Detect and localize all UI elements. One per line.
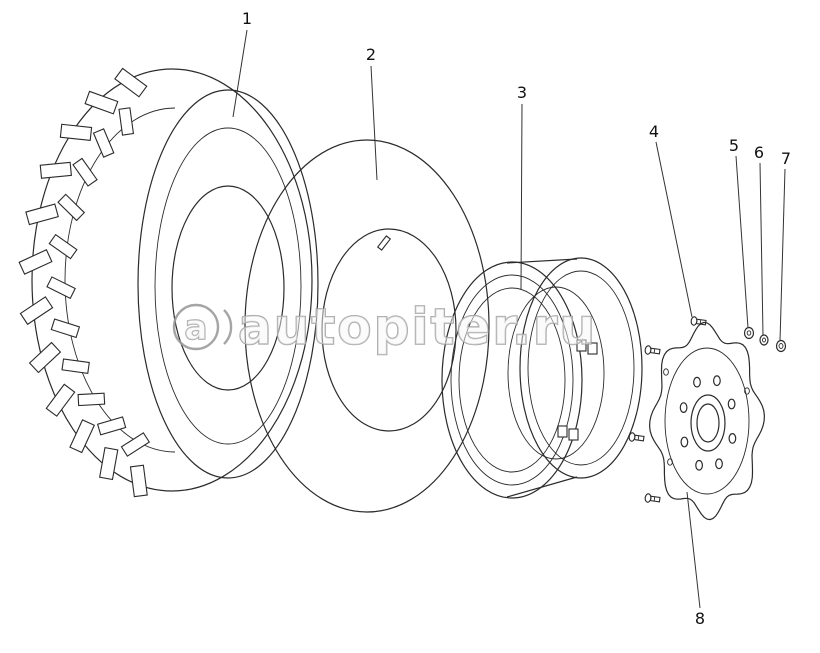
rim-front-flange <box>441 261 583 499</box>
tire-sidewall-ring <box>154 127 302 445</box>
rim-clip-upper <box>576 339 598 355</box>
leader-line-2 <box>370 65 378 181</box>
rim-clip-lower <box>557 425 579 441</box>
disc-hub-ring <box>690 394 726 452</box>
disc-edge-hole <box>744 387 750 395</box>
leader-line-8 <box>686 491 701 609</box>
part-label-4: 4 <box>649 122 659 141</box>
tire-silhouette <box>31 68 313 492</box>
part-label-2: 2 <box>366 45 376 64</box>
leader-line-6 <box>759 162 764 336</box>
disc-bolt-holes <box>679 375 737 471</box>
autopiter-logo-letter: a <box>185 308 208 348</box>
bolt <box>644 493 661 503</box>
disc-hub-hole <box>696 403 720 443</box>
washers <box>743 326 787 353</box>
rim <box>441 257 643 499</box>
watermark: a autopiter.ru <box>172 297 597 357</box>
part-label-8: 8 <box>695 609 705 628</box>
part-label-5: 5 <box>729 136 739 155</box>
part-label-6: 6 <box>754 143 764 162</box>
disc-panel-ring <box>664 347 750 495</box>
disc-edge-hole <box>663 368 669 376</box>
wheel-disc <box>648 321 766 521</box>
inner-tube <box>244 139 490 513</box>
rim-top-edge <box>506 258 578 264</box>
rim-front-bead <box>450 274 574 486</box>
leader-line-4 <box>655 141 693 318</box>
rim-back-flange <box>519 257 643 479</box>
tube-outer <box>244 139 490 513</box>
autopiter-logo-arc-icon <box>223 309 233 345</box>
disc-scalloped-edge <box>648 321 766 521</box>
rim-well <box>507 286 605 460</box>
leader-line-1 <box>232 29 248 118</box>
tire-tread-lugs <box>18 67 151 498</box>
tube-valve <box>376 235 392 251</box>
part-label-3: 3 <box>517 83 527 102</box>
leader-line-5 <box>735 155 749 329</box>
tube-hole <box>321 228 457 432</box>
watermark-text: autopiter.ru <box>238 298 597 356</box>
rim-front-seat <box>458 287 566 473</box>
callouts: 1 2 3 4 5 6 7 8 <box>232 9 791 628</box>
bolt <box>628 432 645 442</box>
rim-bottom-edge <box>506 476 578 498</box>
tire <box>18 67 319 498</box>
autopiter-logo-icon <box>172 303 220 351</box>
leader-line-7 <box>779 168 786 342</box>
leader-line-3 <box>520 103 523 291</box>
washer-7 <box>775 339 787 353</box>
washer-6 <box>759 334 769 346</box>
rim-back-bead <box>527 270 635 466</box>
part-label-1: 1 <box>242 9 252 28</box>
washer-5 <box>743 326 755 340</box>
tire-sidewall-outer <box>137 89 319 479</box>
tire-bead-hole <box>171 185 285 391</box>
disc-edge-hole <box>667 458 673 466</box>
bolt <box>644 345 661 355</box>
part-label-7: 7 <box>781 149 791 168</box>
